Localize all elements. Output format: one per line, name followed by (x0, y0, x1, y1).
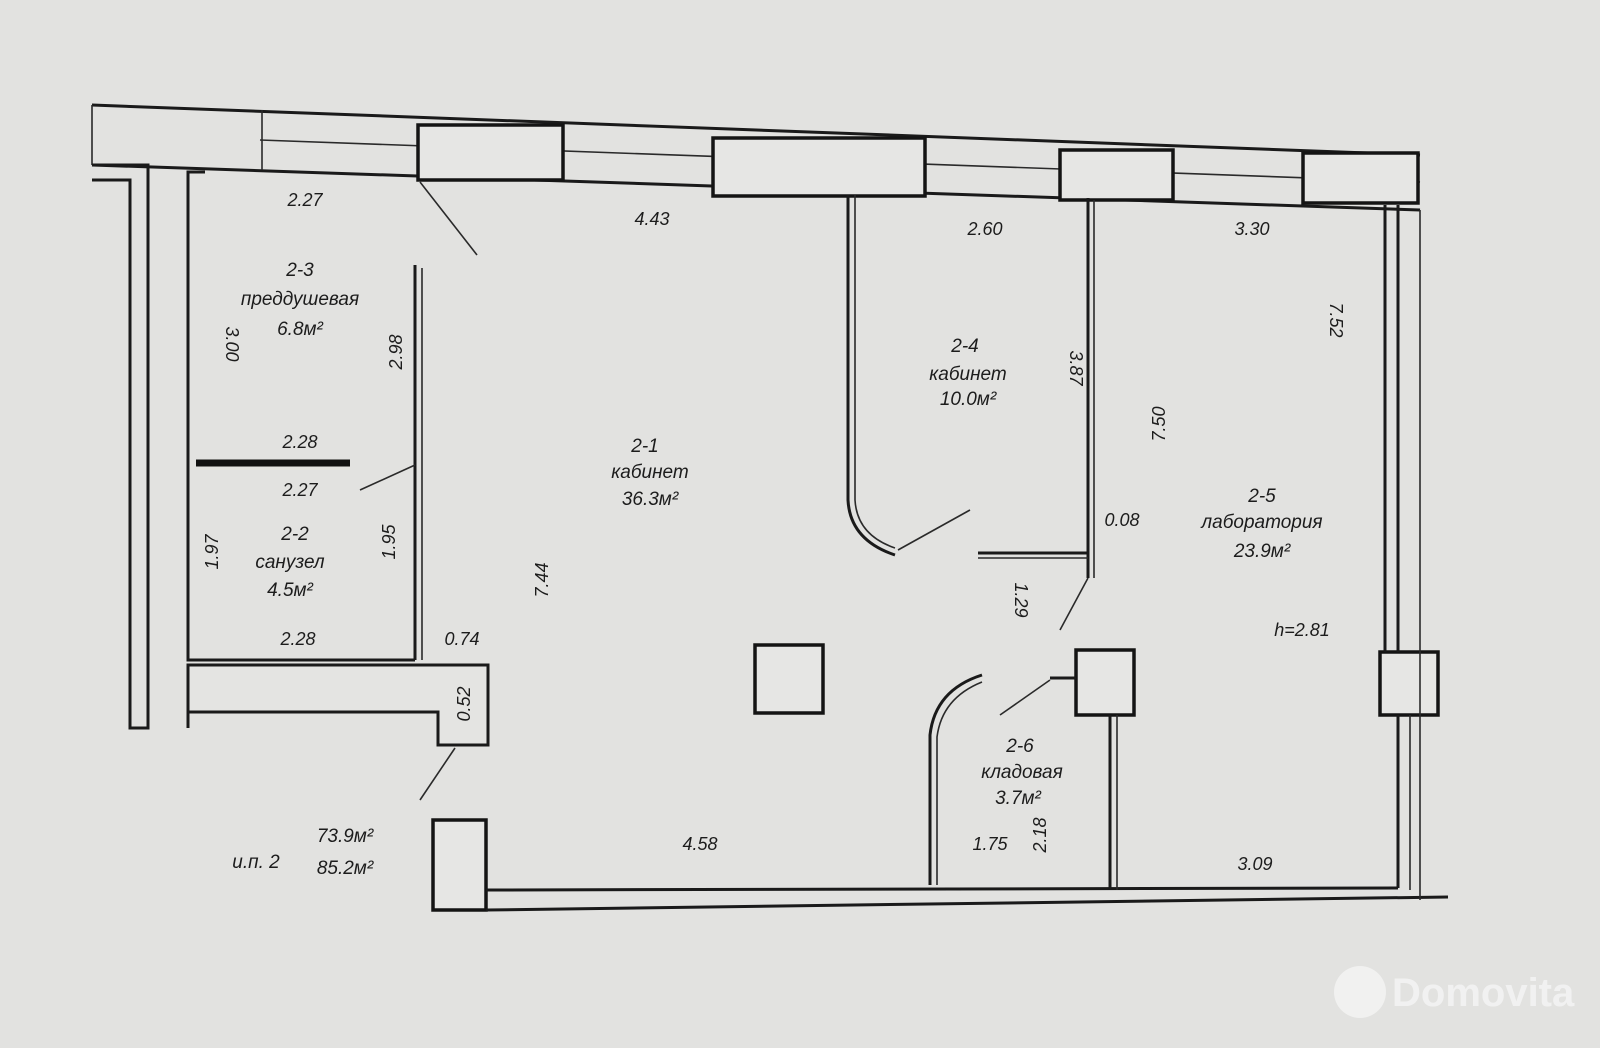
room-label-2-4: 2-4 кабинет 10.0м² (929, 336, 1006, 410)
svg-text:2-6: 2-6 (1005, 736, 1034, 757)
dimension: 2.27 (281, 480, 318, 500)
svg-text:кладовая: кладовая (981, 762, 1063, 783)
svg-text:3.7м²: 3.7м² (995, 788, 1041, 809)
left-walls (92, 163, 490, 801)
column (753, 643, 825, 715)
bottom-exterior-wall (485, 886, 1449, 912)
dimension: 7.50 (1149, 406, 1169, 441)
dimension: 1.95 (379, 524, 399, 560)
window-2 (711, 136, 927, 198)
dimension: 0.52 (454, 686, 474, 721)
svg-text:2-5: 2-5 (1247, 486, 1276, 507)
svg-text:санузел: санузел (255, 552, 325, 573)
window-1 (416, 123, 565, 182)
svg-text:Domovita: Domovita (1392, 971, 1575, 1015)
svg-text:преддушевая: преддушевая (241, 289, 359, 310)
right-wall (1383, 205, 1421, 900)
svg-text:23.9м²: 23.9м² (1233, 541, 1291, 562)
svg-text:4.5м²: 4.5м² (267, 580, 313, 601)
dimension: 4.43 (634, 209, 669, 229)
dimension: 2.27 (286, 190, 323, 210)
windows (416, 123, 1420, 205)
svg-text:и.п. 2: и.п. 2 (232, 852, 280, 873)
svg-text:36.3м²: 36.3м² (622, 489, 679, 510)
svg-text:2-1: 2-1 (630, 436, 658, 457)
column (431, 818, 488, 912)
svg-text:2-3: 2-3 (285, 260, 314, 281)
ceiling-height: h=2.81 (1274, 620, 1330, 640)
svg-text:10.0м²: 10.0м² (940, 389, 997, 410)
dimension: 1.29 (1011, 582, 1031, 617)
dimension: 2.28 (281, 432, 317, 452)
dimension: 2.28 (279, 629, 315, 649)
window-4 (1301, 151, 1420, 205)
dimension: 4.58 (682, 834, 717, 854)
svg-text:2-2: 2-2 (280, 524, 309, 545)
dimension: 1.97 (202, 534, 222, 570)
room-label-2-1: 2-1 кабинет 36.3м² (611, 436, 688, 510)
dimension: 7.52 (1326, 302, 1346, 337)
room-2-4-walls (846, 195, 1095, 631)
svg-text:2-4: 2-4 (950, 336, 978, 357)
room-label-2-6: 2-6 кладовая 3.7м² (981, 736, 1063, 809)
column (1378, 650, 1440, 717)
watermark-logo: Domovita (1334, 966, 1575, 1018)
dimension: 2.18 (1030, 817, 1050, 853)
svg-text:6.8м²: 6.8м² (277, 319, 323, 340)
dimension: 3.09 (1237, 854, 1272, 874)
svg-text:73.9м²: 73.9м² (317, 826, 374, 847)
room-2-6-walls (928, 673, 1118, 890)
dimension: 2.60 (966, 219, 1002, 239)
room-label-2-5: 2-5 лаборатория 23.9м² (1200, 486, 1322, 562)
svg-text:кабинет: кабинет (611, 462, 688, 483)
dimension: 0.08 (1104, 510, 1139, 530)
dimension: 2.98 (386, 334, 406, 370)
area-summary: и.п. 2 73.9м² 85.2м² (232, 826, 374, 879)
column (1074, 648, 1136, 717)
dimension: 0.74 (444, 629, 479, 649)
svg-text:кабинет: кабинет (929, 364, 1006, 385)
dimension: 3.87 (1066, 350, 1086, 386)
room-label-2-2: 2-2 санузел 4.5м² (255, 524, 325, 601)
dimension: 7.44 (532, 562, 552, 597)
dimension: 3.30 (1234, 219, 1269, 239)
dimension: 3.00 (222, 326, 242, 361)
room-label-2-3: 2-3 преддушевая 6.8м² (241, 260, 359, 340)
svg-text:лаборатория: лаборатория (1200, 512, 1322, 533)
window-3 (1058, 148, 1175, 202)
dimension-labels: 2.27 4.43 2.60 3.30 3.00 2.98 2.28 2.27 … (202, 190, 1346, 874)
svg-text:85.2м²: 85.2м² (317, 858, 374, 879)
dimension: 1.75 (972, 834, 1008, 854)
